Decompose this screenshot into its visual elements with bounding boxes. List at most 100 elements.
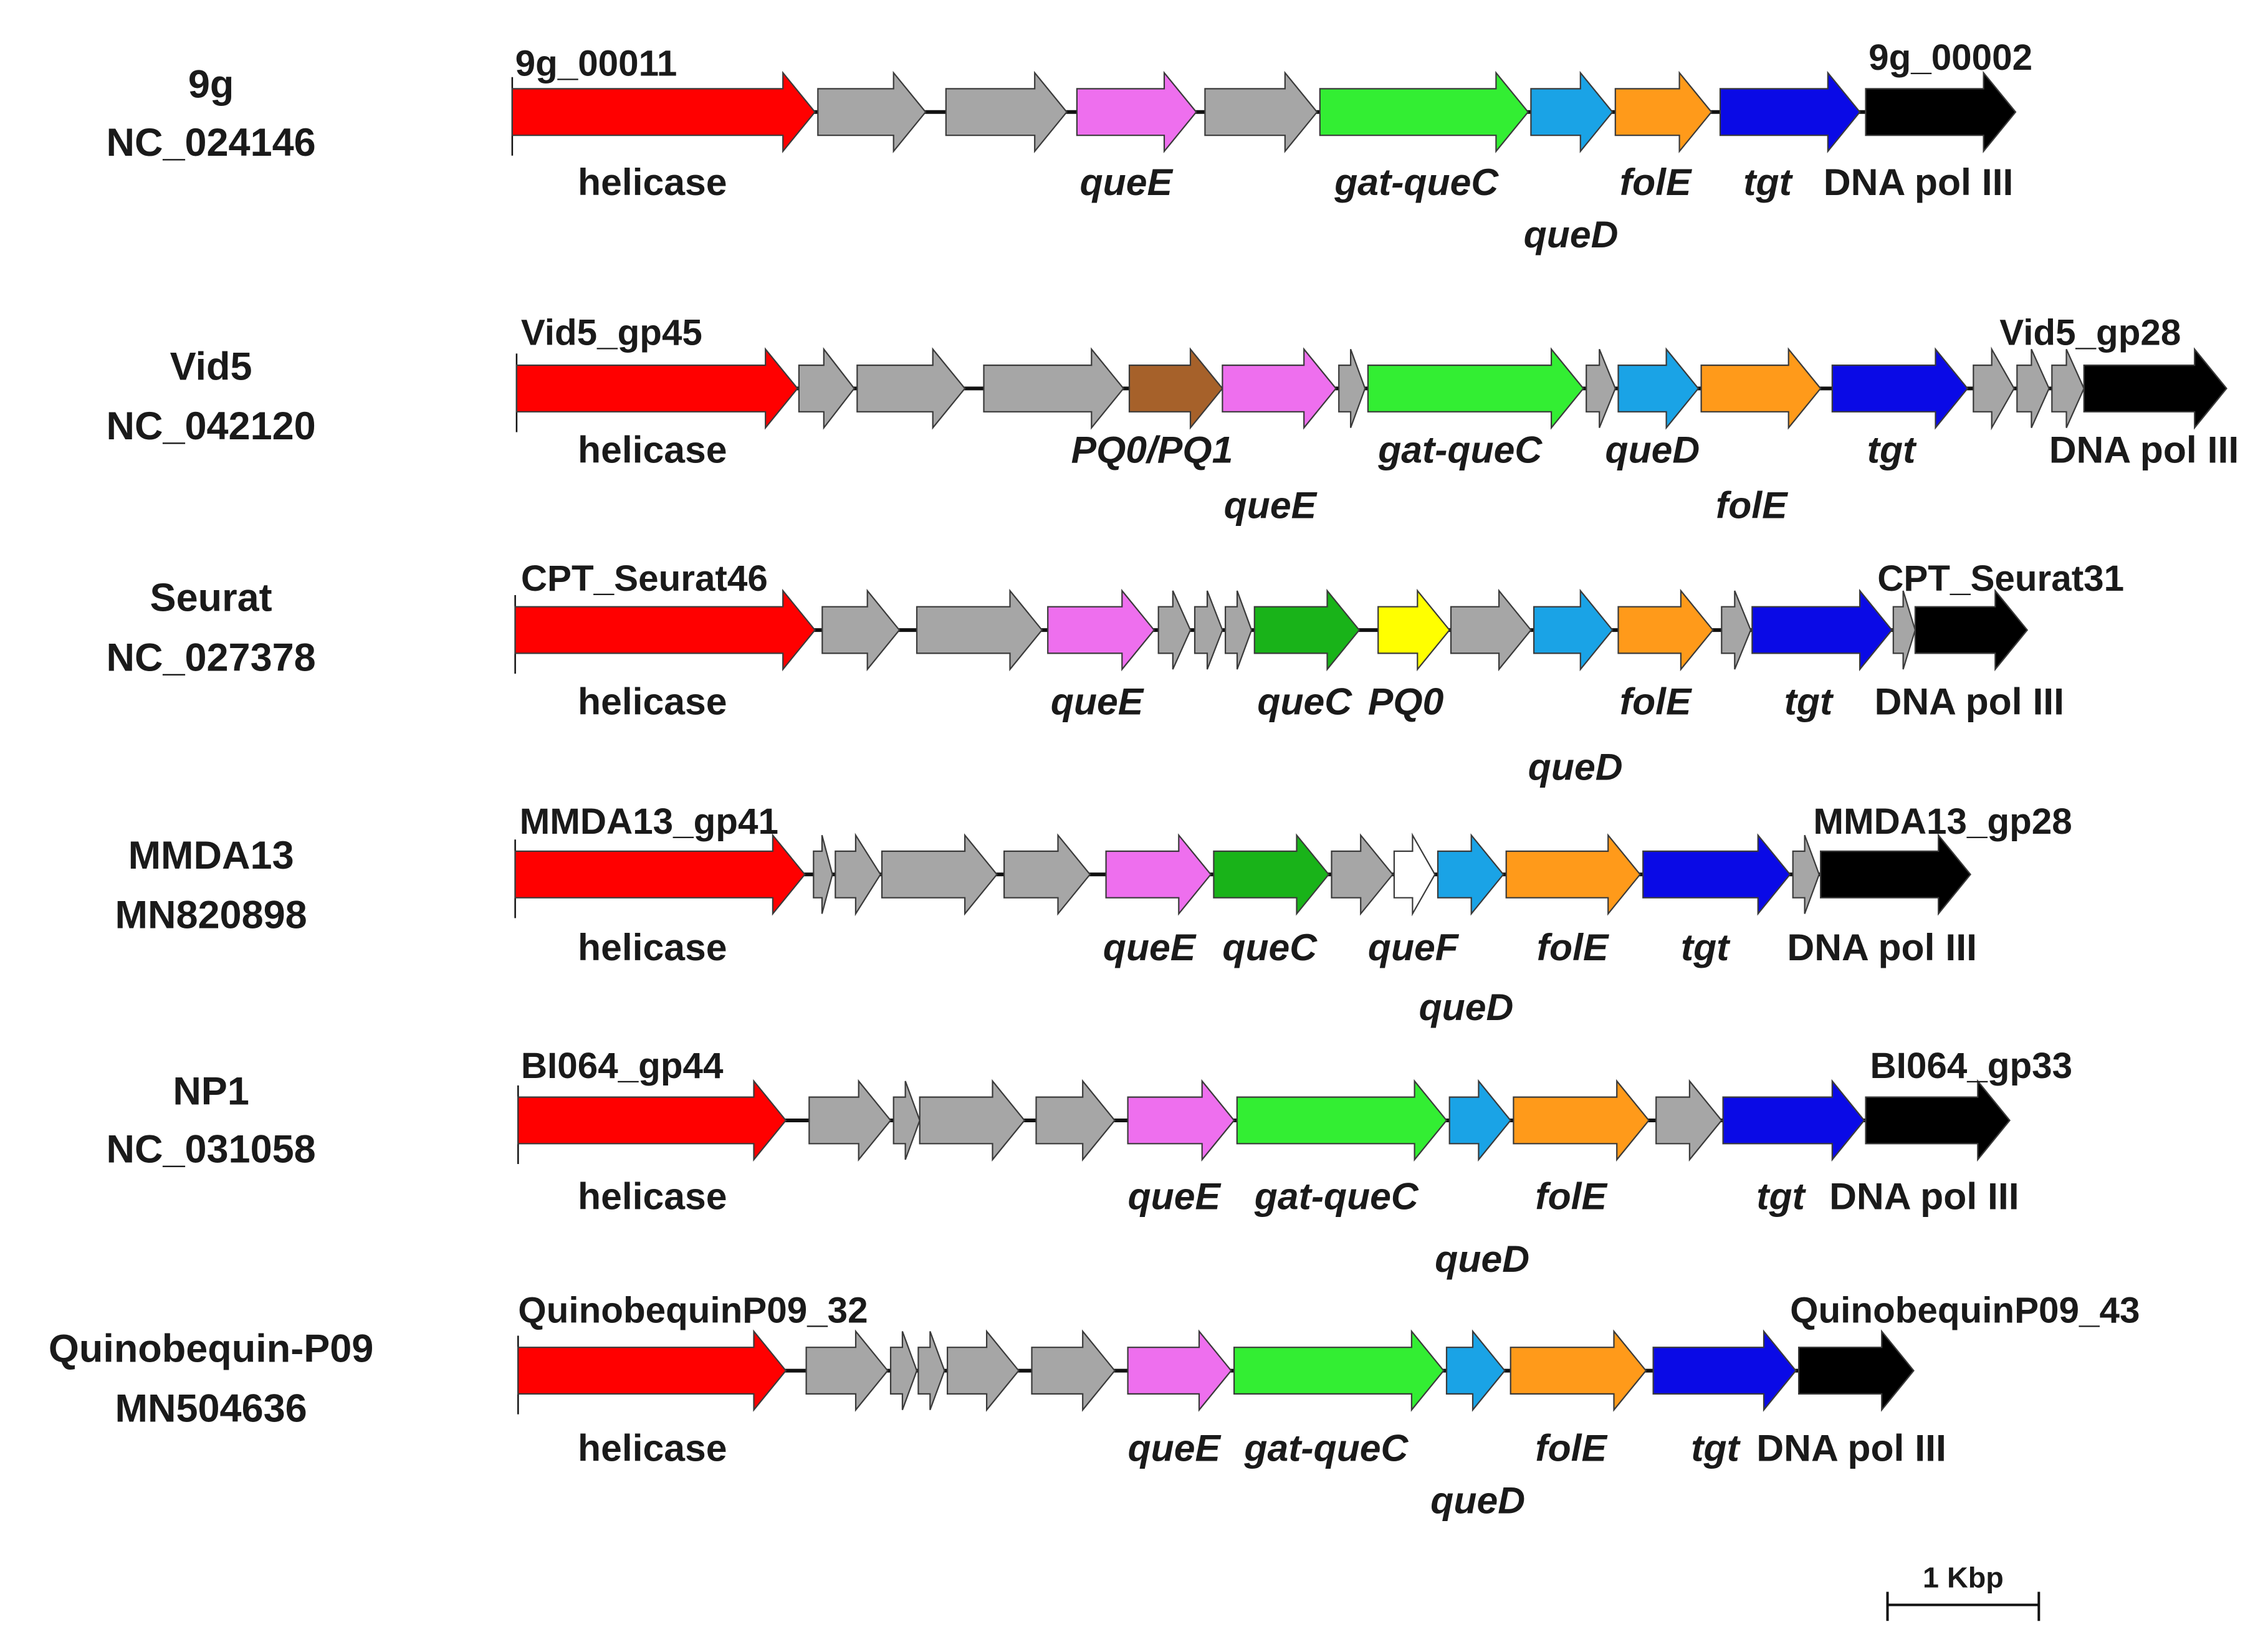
gene-label: folE [1620, 680, 1692, 723]
hypothetical-gene-arrow [856, 347, 966, 430]
gene-label: queD [1528, 746, 1623, 788]
dna-pol-iii-arrow [1865, 70, 2017, 153]
gene-label: queD [1435, 1238, 1529, 1280]
gene-label: tgt [1867, 429, 1917, 471]
queE-arrow [1047, 588, 1156, 672]
gene-label: queE [1080, 161, 1174, 203]
tgt-arrow [1652, 1329, 1797, 1412]
hypothetical-gene-arrow [1892, 590, 1916, 670]
end-locus-tag: BI064_gp33 [1870, 1046, 2073, 1086]
queD-arrow [1448, 1079, 1512, 1162]
hypothetical-gene-arrow [1338, 349, 1366, 428]
hypothetical-gene-arrow [1031, 1329, 1116, 1412]
hypothetical-gene-arrow [945, 70, 1068, 153]
gene-label: tgt [1784, 680, 1834, 723]
end-locus-tag: MMDA13_gp28 [1813, 801, 2072, 842]
gene-label: helicase [578, 1426, 727, 1469]
gene-label: gat-queC [1377, 429, 1543, 471]
gene-label: queD [1524, 213, 1619, 255]
tgt-arrow [1751, 588, 1893, 672]
accession-number: NC_024146 [106, 121, 315, 165]
queD-arrow [1445, 1329, 1506, 1412]
gene-label: helicase [578, 161, 727, 203]
gene-label: helicase [578, 926, 727, 968]
gene-label: helicase [578, 429, 727, 471]
gene-label: gat-queC [1254, 1175, 1419, 1217]
gat-queC-arrow [1319, 70, 1529, 153]
gene-label: folE [1620, 161, 1692, 203]
gene-label: queD [1605, 429, 1700, 471]
gene-label: tgt [1681, 926, 1731, 968]
phage-name: NP1 [173, 1069, 249, 1113]
gene-label: queD [1430, 1479, 1525, 1521]
gene-label: helicase [578, 1175, 727, 1217]
queF-arrow [1393, 833, 1436, 917]
hypothetical-gene-arrow [1721, 590, 1752, 670]
start-locus-tag: 9g_00011 [515, 43, 677, 84]
genome-row: Quinobequin-P09MN504636QuinobequinP09_32… [49, 1291, 2140, 1522]
gene-label: queE [1128, 1175, 1222, 1217]
hypothetical-gene-arrow [892, 1081, 921, 1160]
tgt-arrow [1722, 1079, 1865, 1162]
gene-label: PQ0/PQ1 [1071, 429, 1233, 471]
hypothetical-gene-arrow [1331, 833, 1394, 916]
hypothetical-gene-arrow [881, 833, 998, 916]
dna-pol-iii-arrow [2083, 347, 2227, 430]
gene-label: folE [1535, 1175, 1607, 1217]
accession-number: NC_031058 [106, 1128, 315, 1172]
folE-arrow [1700, 347, 1822, 430]
phage-name: 9g [188, 62, 234, 106]
folE-arrow [1513, 1079, 1650, 1162]
hypothetical-gene-arrow [2016, 348, 2050, 428]
gat-queC-arrow [1236, 1079, 1448, 1162]
queE-arrow [1076, 70, 1197, 153]
hypothetical-gene-arrow [946, 1329, 1020, 1412]
helicase-arrow [517, 1329, 787, 1412]
gene-label: queC [1222, 926, 1318, 968]
gene-label: helicase [578, 680, 727, 723]
gene-label: folE [1537, 926, 1609, 968]
hypothetical-gene-arrow [889, 1331, 918, 1410]
dna-pol-iii-arrow [1798, 1329, 1915, 1412]
scale-bar: 1 Kbp [1886, 1562, 2041, 1621]
gene-label: DNA pol III [1824, 161, 2014, 203]
gene-label: tgt [1691, 1426, 1741, 1469]
end-locus-tag: Vid5_gp28 [1999, 312, 2181, 353]
gene-label: folE [1716, 484, 1788, 526]
hypothetical-gene-arrow [1450, 588, 1532, 672]
phage-name: Quinobequin-P09 [49, 1327, 374, 1371]
tgt-arrow [1642, 833, 1791, 916]
hypothetical-gene-arrow [917, 1331, 945, 1410]
helicase-arrow [514, 833, 806, 916]
gene-label: queE [1103, 926, 1197, 968]
gene-label: DNA pol III [1756, 1426, 1946, 1469]
end-locus-tag: QuinobequinP09_43 [1790, 1291, 2140, 1331]
queE-arrow [1127, 1079, 1235, 1162]
phage-name: Vid5 [170, 345, 252, 388]
gene-label: tgt [1743, 161, 1793, 203]
hypothetical-gene-arrow [1194, 590, 1223, 670]
hypothetical-gene-arrow [1003, 833, 1091, 916]
accession-number: NC_042120 [106, 404, 315, 448]
queE-arrow [1105, 833, 1212, 916]
queC-arrow [1253, 588, 1361, 672]
hypothetical-gene-arrow [1224, 590, 1253, 670]
queC-arrow [1213, 833, 1330, 916]
phage-name: Seurat [150, 576, 272, 620]
accession-number: NC_027378 [106, 636, 315, 679]
accession-number: MN820898 [115, 894, 307, 937]
hypothetical-gene-arrow [1204, 70, 1318, 153]
helicase-arrow [514, 588, 816, 672]
gene-label: DNA pol III [2049, 429, 2239, 471]
queE-arrow [1222, 347, 1337, 430]
gene-label: tgt [1756, 1175, 1806, 1217]
queE-arrow [1127, 1329, 1232, 1412]
hypothetical-gene-arrow [805, 1329, 889, 1412]
hypothetical-gene-arrow [813, 835, 833, 914]
gene-label: gat-queC [1243, 1426, 1409, 1469]
start-locus-tag: BI064_gp44 [521, 1046, 724, 1086]
